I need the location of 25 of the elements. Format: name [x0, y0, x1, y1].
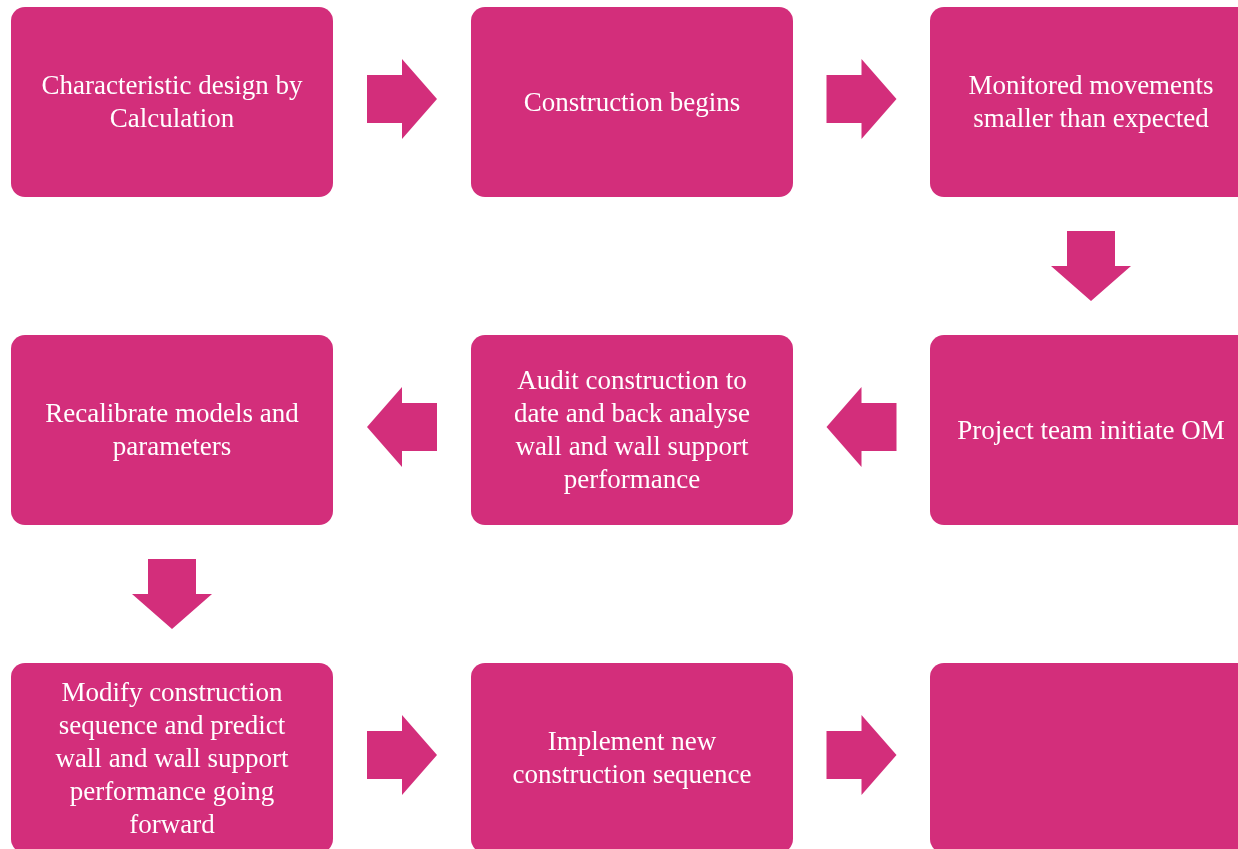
process-box	[471, 7, 793, 197]
block-arrow	[826, 59, 897, 139]
process-box	[471, 663, 793, 849]
box-text: Modify construction sequence and predict wall and wall support performance going forward	[54, 675, 290, 841]
process-box	[471, 335, 793, 525]
process-box	[11, 335, 333, 525]
process-box	[930, 335, 1238, 525]
block-arrow	[1051, 231, 1131, 301]
process-box	[11, 663, 333, 849]
block-arrow	[367, 59, 437, 139]
box-text: Construction begins	[523, 85, 741, 119]
process-box	[930, 7, 1238, 197]
block-arrow	[132, 559, 212, 629]
box-text: Recalibrate models and parameters	[44, 397, 300, 463]
box-text: Implement new construction sequence	[511, 725, 753, 791]
box-text: Audit construction to date and back analyse wall and wall support performance	[512, 364, 752, 496]
block-arrow	[367, 387, 437, 467]
block-arrow	[826, 387, 897, 467]
box-text: Monitored movements smaller than expected	[967, 69, 1215, 135]
process-box	[11, 7, 333, 197]
box-text: Characteristic design by Calculation	[40, 69, 304, 135]
process-box	[930, 663, 1238, 849]
box-text: Project team initiate OM	[957, 413, 1225, 447]
block-arrow	[826, 715, 897, 795]
block-arrow	[367, 715, 437, 795]
